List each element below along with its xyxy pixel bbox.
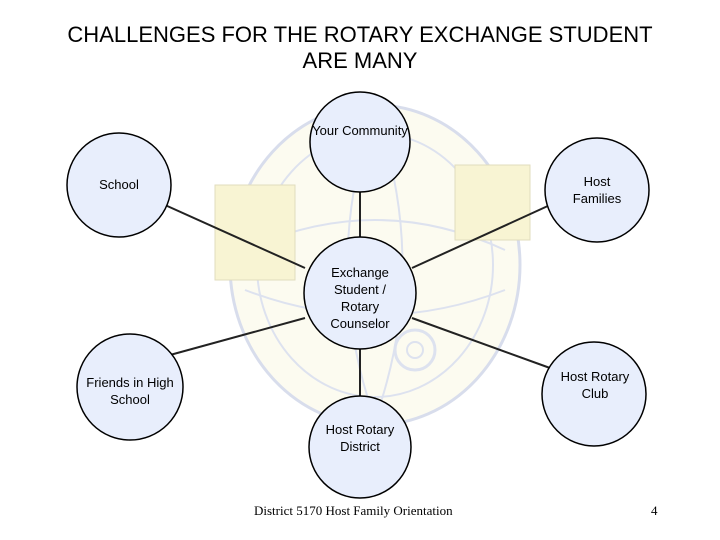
node-host-district-circle (308, 395, 412, 499)
node-center-label: Exchange Student / Rotary Counselor (330, 265, 390, 331)
slide-title: CHALLENGES FOR THE ROTARY EXCHANGE STUDE… (0, 22, 720, 74)
node-school-label: School (99, 177, 139, 192)
node-host-club-circle (541, 341, 647, 447)
node-friends-label: Friends in High School (86, 375, 174, 407)
node-community-circle (309, 91, 411, 193)
connector-friends (169, 317, 306, 356)
node-host-families-label: Host Families (572, 174, 622, 206)
node-school-circle (66, 132, 172, 238)
page-number: 4 (651, 503, 658, 518)
connector-host-club (411, 317, 551, 369)
node-center-circle (303, 236, 417, 350)
node-host-families-circle (544, 137, 650, 243)
connector-school (164, 204, 306, 269)
node-community-label: Your Community (312, 123, 408, 138)
footer-caption: District 5170 Host Family Orientation (254, 503, 453, 518)
node-friends-circle (76, 333, 184, 441)
title-line-1: CHALLENGES FOR THE ROTARY EXCHANGE STUDE… (67, 22, 653, 47)
connector-host-families (411, 204, 551, 269)
node-host-club-label: Host Rotary Club (560, 369, 630, 401)
node-host-district-label: Host Rotary District (325, 422, 395, 454)
title-line-2: ARE MANY (302, 48, 418, 73)
connector-lines (164, 190, 551, 400)
